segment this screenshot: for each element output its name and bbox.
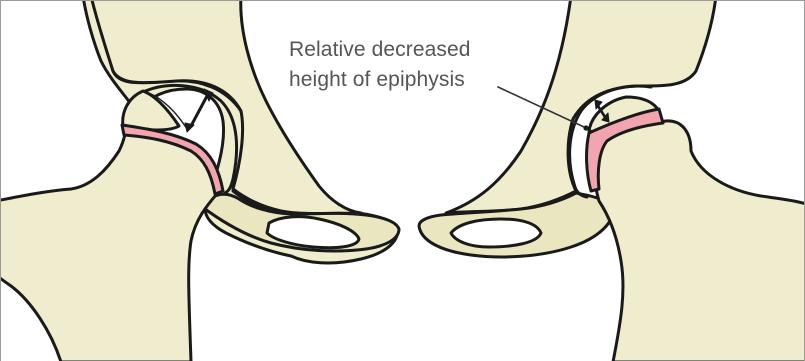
left-height-arrow: [185, 89, 213, 132]
annotation-line-2: height of epiphysis: [289, 65, 519, 95]
right-obturator-foramen: [451, 219, 541, 247]
right-femur: [595, 121, 805, 361]
epiphysis-annotation: Relative decreased height of epiphysis: [289, 35, 519, 95]
annotation-line-1: Relative decreased: [289, 35, 519, 65]
left-femur: [1, 126, 221, 361]
